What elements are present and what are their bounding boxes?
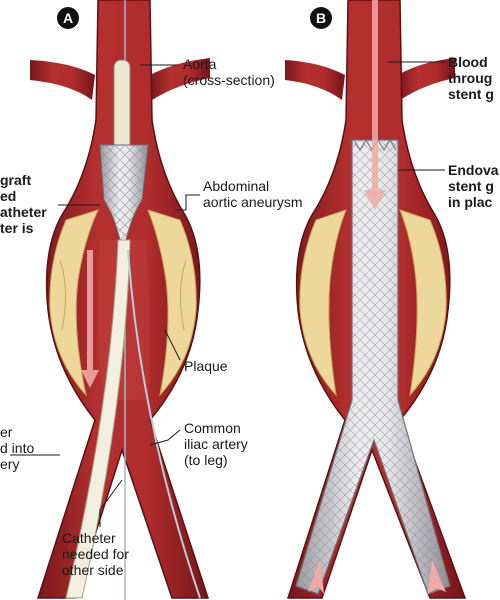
panel-a-badge: A [57,7,79,29]
panel-a-plaque-left [49,209,99,397]
panel-b-flow-arrow-left [308,560,324,594]
label-plaque: Plaque [184,358,228,374]
label-aorta: Aorta(cross-section) [183,56,275,88]
panel-b-stent-graft [295,139,451,595]
panel-a-delivery-catheter [65,0,201,600]
panel-a-flow-arrow [81,250,99,388]
panel-a-plaque-right [147,209,197,397]
panel-b-badge: B [310,7,332,29]
panel-b-flow-arrow-right [428,560,446,594]
panel-b-flow-arrow-top [364,0,386,210]
panel-b-plaque-right [399,209,447,397]
leader-lines [10,61,445,527]
panel-b-plaque-left [299,209,347,397]
